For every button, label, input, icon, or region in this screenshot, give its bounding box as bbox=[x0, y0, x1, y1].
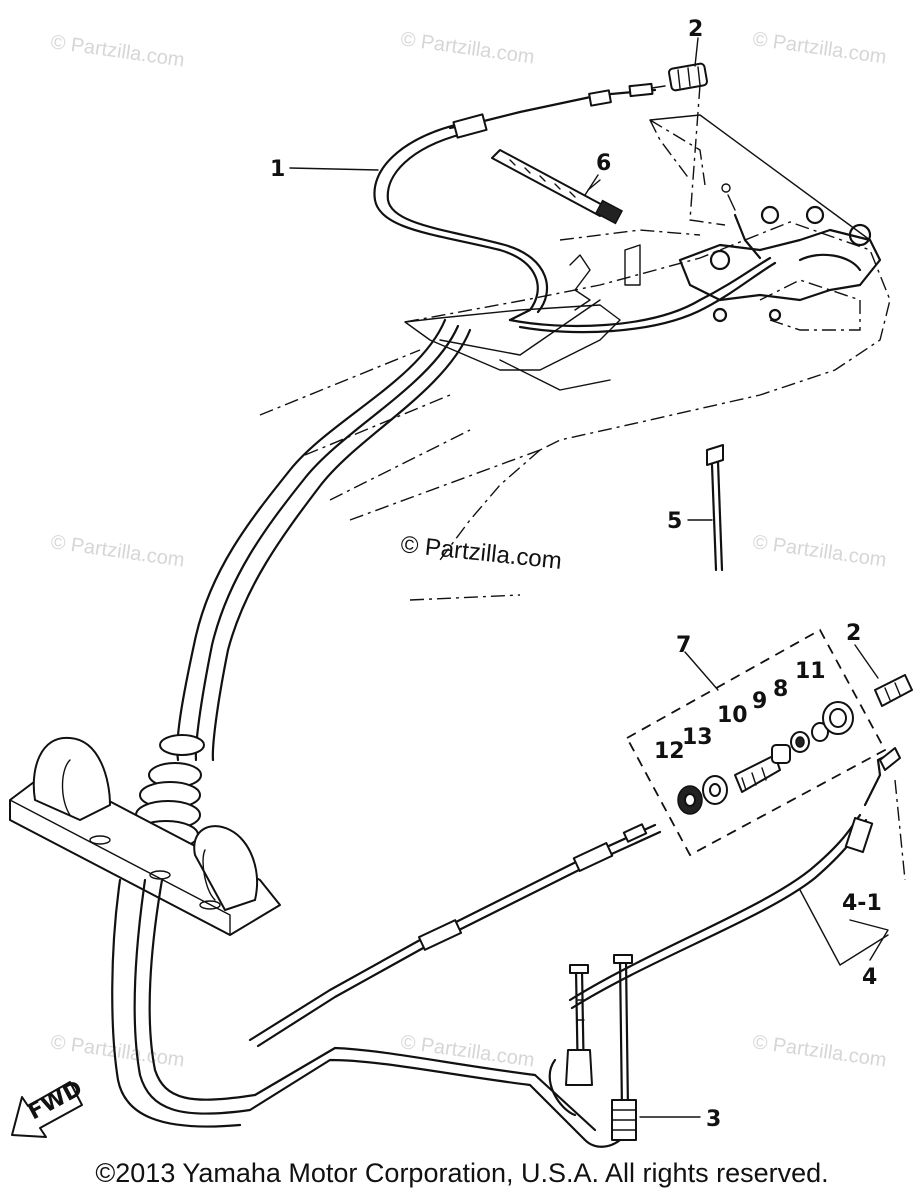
callout-6: 6 bbox=[596, 151, 611, 176]
callouts: 1 2 6 5 7 2 11 8 9 10 13 12 4-1 4 3 bbox=[270, 17, 882, 1132]
part-2-sleeve-right bbox=[874, 674, 913, 707]
fwd-arrow: FWD bbox=[11, 1076, 87, 1138]
callout-4-1: 4-1 bbox=[842, 891, 882, 916]
cable-loop-bottom bbox=[111, 878, 622, 1148]
callout-2-right: 2 bbox=[846, 621, 861, 646]
callout-2-top: 2 bbox=[688, 17, 703, 42]
part-3-bolts bbox=[548, 954, 637, 1141]
callout-3: 3 bbox=[706, 1107, 721, 1132]
steering-clamp bbox=[649, 114, 882, 323]
callout-9: 9 bbox=[752, 689, 767, 714]
cable-4 bbox=[248, 747, 901, 1048]
leader-lines bbox=[289, 37, 906, 1118]
watermark-center: © Partzilla.com bbox=[399, 531, 563, 575]
part-5-cable-tie bbox=[706, 444, 724, 572]
handle-bracket bbox=[9, 736, 281, 936]
callout-7: 7 bbox=[676, 633, 691, 658]
callout-4: 4 bbox=[862, 965, 877, 990]
watermark-top-center: © Partzilla.com bbox=[399, 28, 536, 69]
callout-10: 10 bbox=[717, 703, 748, 728]
watermark-bottom-left: © Partzilla.com bbox=[49, 1031, 186, 1072]
part-6-cable-tie bbox=[491, 149, 624, 225]
cable-pair bbox=[176, 318, 472, 762]
callout-12: 12 bbox=[654, 739, 685, 764]
callout-13: 13 bbox=[682, 725, 713, 750]
watermark-mid-right: © Partzilla.com bbox=[751, 531, 888, 572]
callout-8: 8 bbox=[773, 677, 788, 702]
part-2-sleeve-top bbox=[667, 62, 726, 226]
watermark-bottom-right: © Partzilla.com bbox=[751, 1031, 888, 1072]
group-7-parts bbox=[677, 701, 854, 815]
hull-outline bbox=[259, 119, 891, 601]
callout-5: 5 bbox=[667, 509, 682, 534]
watermark-mid-left: © Partzilla.com bbox=[49, 531, 186, 572]
callout-11: 11 bbox=[795, 659, 826, 684]
hood-body bbox=[404, 244, 641, 391]
watermark-top-right: © Partzilla.com bbox=[751, 28, 888, 69]
callout-1: 1 bbox=[270, 157, 285, 182]
copyright-notice: ©2013 Yamaha Motor Corporation, U.S.A. A… bbox=[95, 1158, 829, 1188]
group-7-box bbox=[625, 628, 887, 857]
cable-1 bbox=[373, 82, 777, 334]
watermark-top-left: © Partzilla.com bbox=[49, 31, 186, 72]
